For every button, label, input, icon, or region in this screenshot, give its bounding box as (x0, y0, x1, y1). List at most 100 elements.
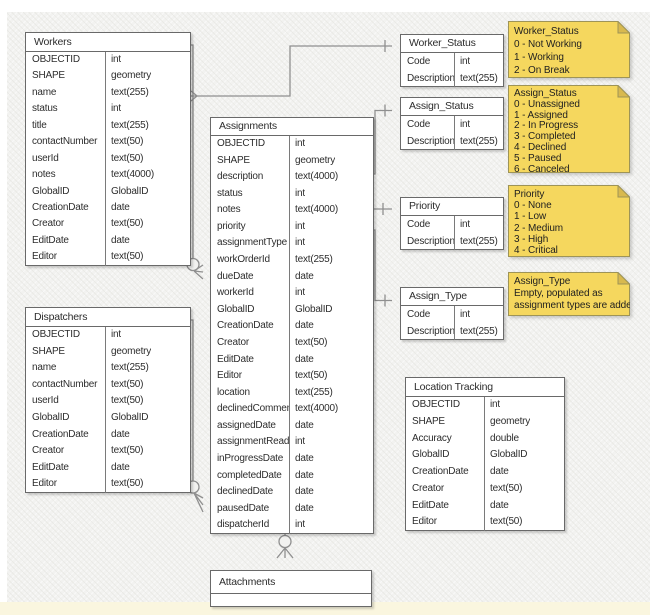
field-name: Description (401, 323, 455, 340)
note-line: Worker_Status (514, 26, 579, 37)
field-type: int (490, 399, 500, 410)
field-type: int (111, 329, 121, 340)
field-name: Description (401, 70, 455, 87)
note-line: Assign_Status (514, 88, 577, 99)
note-line: Empty, populated as (514, 288, 603, 299)
field-type: text(255) (295, 254, 333, 266)
field-name: Code (401, 116, 455, 133)
field-type: text(255) (460, 136, 498, 147)
note-line: 2 - In Progress (514, 120, 579, 132)
note-line: assignment types are added (514, 300, 630, 311)
field-type: GlobalID (111, 185, 149, 197)
field-type: int (460, 119, 470, 130)
field-GlobalID: GlobalID GlobalID (26, 183, 190, 200)
field-name: inProgressDate (211, 450, 290, 468)
field-name: contactNumber (26, 376, 106, 394)
field-type: text(50) (490, 516, 523, 528)
note-line: Priority (514, 189, 545, 200)
entity-title: Dispatchers (26, 308, 190, 327)
field-type: date (295, 320, 314, 332)
field-type: double (490, 432, 519, 444)
field-name: location (211, 384, 290, 402)
note-line: 1 - Low (514, 211, 547, 223)
field-GlobalID: GlobalID GlobalID (211, 301, 373, 319)
field-type: int (295, 436, 305, 448)
field-type: GlobalID (111, 411, 149, 423)
field-type: text(255) (460, 326, 498, 337)
rel-workers-worker-status[interactable] (184, 40, 392, 102)
entity-title: Priority (401, 198, 503, 216)
field-type: int (295, 237, 305, 249)
field-name: Editor (26, 476, 106, 493)
field-type: int (295, 287, 305, 299)
field-type: GlobalID (295, 303, 333, 315)
field-name: SHAPE (211, 152, 290, 170)
field-type: date (111, 428, 130, 440)
field-name: dispatcherId (211, 517, 290, 534)
field-type: int (460, 309, 470, 320)
field-type: geometry (295, 154, 336, 166)
sticky-note-shape (508, 21, 630, 78)
field-type: text(50) (111, 251, 144, 263)
note-line: 3 - High (514, 233, 549, 245)
field-type: text(50) (111, 378, 144, 390)
note-line: 0 - Unassigned (514, 98, 580, 110)
note-line: 4 - Critical (514, 244, 558, 256)
field-type: date (111, 461, 130, 473)
entity-title: Worker_Status (401, 35, 503, 53)
field-name: priority (211, 218, 290, 236)
entity-attachments[interactable]: Attachments (210, 570, 372, 607)
field-name: CreationDate (26, 199, 106, 217)
field-name: declinedDate (211, 484, 290, 501)
field-type: geometry (111, 70, 152, 82)
field-type: geometry (111, 345, 152, 357)
field-type: int (295, 187, 305, 199)
field-type: text(4000) (295, 403, 339, 415)
field-name: userId (26, 393, 106, 410)
field-type: date (295, 270, 314, 282)
field-type: int (295, 519, 305, 531)
field-name: workerId (211, 285, 290, 302)
field-name: GlobalID (26, 183, 106, 200)
field-name: EditDate (26, 232, 106, 250)
field-name: Creator (26, 443, 106, 460)
field-type: int (111, 54, 121, 65)
field-name: status (26, 101, 106, 118)
field-name: GlobalID (211, 301, 290, 319)
